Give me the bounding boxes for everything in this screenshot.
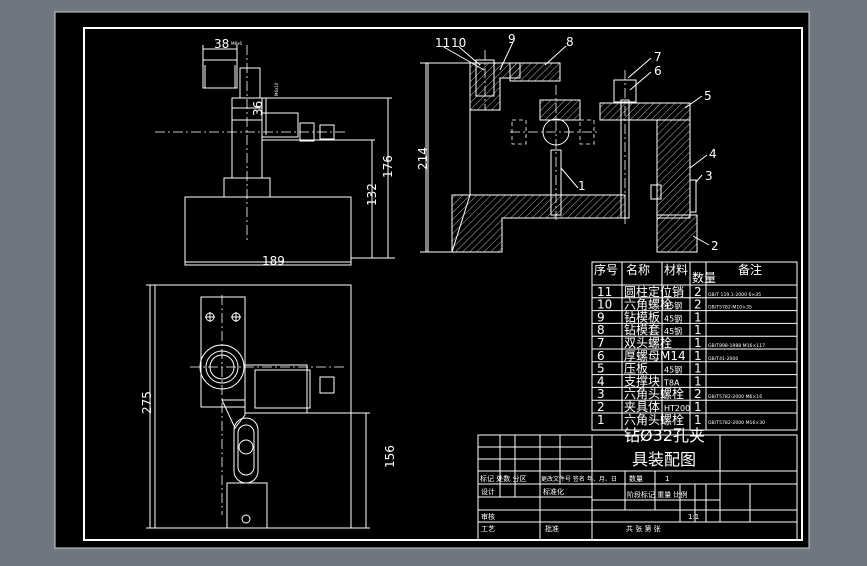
dim-156: 156 <box>383 445 397 468</box>
dim-36: 36 <box>251 101 265 116</box>
balloon-6: 6 <box>654 64 662 78</box>
balloon-3: 3 <box>705 169 713 183</box>
design-label: 设计 <box>481 487 495 496</box>
bom-cell-material: T8A <box>663 378 680 387</box>
bom-cell-note: GB/T 119.1-2000 6×35 <box>708 292 761 298</box>
bom-header-qty: 数量 <box>692 270 716 285</box>
drawing-sheet <box>54 11 810 549</box>
bom-cell-seq: 1 <box>597 413 605 427</box>
bom-cell-seq: 6 <box>597 349 605 363</box>
bom-header-material: 材料 <box>664 263 688 277</box>
standardize-label: 标准化 <box>543 487 564 496</box>
bom-cell-material: 45钢 <box>664 365 682 375</box>
bom-cell-material: 45钢 <box>664 313 682 323</box>
balloon-9: 9 <box>508 32 516 46</box>
bom-cell-seq: 3 <box>597 387 605 401</box>
bom-cell-qty: 2 <box>694 285 702 299</box>
bom-cell-seq: 11 <box>597 285 612 299</box>
bom-cell-name: 钻模套 <box>624 322 660 337</box>
rev-labels-2: 更改文件号 签名 年、月、日 <box>541 475 617 483</box>
bom-cell-name: 夹具体 <box>624 400 660 414</box>
bom-cell-name: 厚螺母M14 <box>624 349 686 363</box>
balloon-8: 8 <box>566 35 574 49</box>
bom-cell-qty: 1 <box>694 349 702 363</box>
bom-header-note: 备注 <box>738 262 762 277</box>
rev-labels: 标记 处数 分区 <box>480 474 526 483</box>
bom-cell-qty: 1 <box>694 323 702 337</box>
scale-value: 1:1 <box>688 513 699 521</box>
bom-cell-qty: 1 <box>694 413 702 427</box>
top-view: 275 156 <box>140 284 397 529</box>
bom-cell-note: GB/T41-2000 <box>708 356 738 362</box>
bom-cell-name: 圆柱定位销 <box>624 284 684 299</box>
bom-cell-seq: 10 <box>597 298 612 312</box>
bom-cell-qty: 1 <box>694 362 702 376</box>
dim-36-note: M6x10 <box>274 82 279 96</box>
title-block: 钻Ø32孔夹 具装配图 数量 1 标记 处数 分区 更改文件号 签名 年、月、日… <box>477 426 798 541</box>
sheet-count: 共 张 第 张 <box>626 524 661 533</box>
balloon-4: 4 <box>709 147 717 161</box>
bom-cell-seq: 7 <box>597 336 605 350</box>
bom-cell-name: 双头螺栓 <box>624 335 672 350</box>
quantity-value: 1 <box>665 475 669 483</box>
balloon-7: 7 <box>654 50 662 64</box>
quantity-label: 数量 <box>629 474 643 483</box>
bom-cell-note: GB/T5782-2000 M6×16 <box>708 394 762 400</box>
section-view: 214 1 2 3 4 5 6 7 8 9 10 11 <box>416 32 719 253</box>
bom-cell-qty: 2 <box>694 387 702 401</box>
bom-cell-qty: 1 <box>694 310 702 324</box>
balloon-11: 11 <box>435 36 450 50</box>
bom-cell-name: 钻模板 <box>624 309 660 324</box>
bom-header-seq: 序号 <box>594 262 618 277</box>
balloon-1: 1 <box>578 179 586 193</box>
balloon-2: 2 <box>711 239 719 253</box>
bom-cell-seq: 8 <box>597 323 605 337</box>
dim-275: 275 <box>140 391 154 414</box>
dim-132: 132 <box>365 183 379 206</box>
bom-cell-qty: 1 <box>694 374 702 388</box>
bom-cell-name: 六角头螺栓 <box>624 386 684 401</box>
bom-cell-note: GB/T5782-M10×35 <box>708 305 752 311</box>
bom-cell-material: 45钢 <box>664 326 682 336</box>
approve-label: 批准 <box>545 524 559 533</box>
bom-cell-qty: 1 <box>694 336 702 350</box>
stage-labels: 阶段标记 重量 比例 <box>627 490 687 499</box>
dim-176: 176 <box>381 155 395 178</box>
dim-214: 214 <box>416 147 430 170</box>
dim-189: 189 <box>262 254 285 268</box>
bom-cell-qty: 2 <box>694 298 702 312</box>
bom-cell-name: 六角头螺栓 <box>624 412 684 427</box>
bom-cell-qty: 1 <box>694 400 702 414</box>
bom-cell-name: 六角螺栓 <box>624 297 672 312</box>
bom-cell-material: HT200 <box>664 404 690 413</box>
bom-cell-note: GB/T898-1988 M16×117 <box>708 343 765 349</box>
bom-header-name: 名称 <box>626 262 650 277</box>
drawing-border <box>83 27 803 541</box>
dim-38-note: M8x6 <box>231 41 242 46</box>
bom-cell-seq: 4 <box>597 374 605 388</box>
bom-cell-seq: 5 <box>597 362 605 376</box>
bom-cell-name: 支撑块 <box>624 373 660 388</box>
balloon-5: 5 <box>704 89 712 103</box>
bom-cell-seq: 2 <box>597 400 605 414</box>
front-view: 38 M8x6 36 M6x10 176 132 189 <box>155 37 395 268</box>
bom-cell-note: GB/T5782-2000 M16×30 <box>708 420 765 426</box>
bom-cell-name: 压板 <box>624 362 648 376</box>
process-label: 工艺 <box>481 525 495 533</box>
balloon-10: 10 <box>451 36 466 50</box>
bom-cell-material: 45钢 <box>664 301 682 311</box>
review-label: 审核 <box>481 512 495 521</box>
bom-cell-seq: 9 <box>597 310 605 324</box>
drawing-title-line2: 具装配图 <box>632 450 696 469</box>
drawing-title-line1: 钻Ø32孔夹 <box>624 426 705 445</box>
dim-38: 38 <box>214 37 229 51</box>
